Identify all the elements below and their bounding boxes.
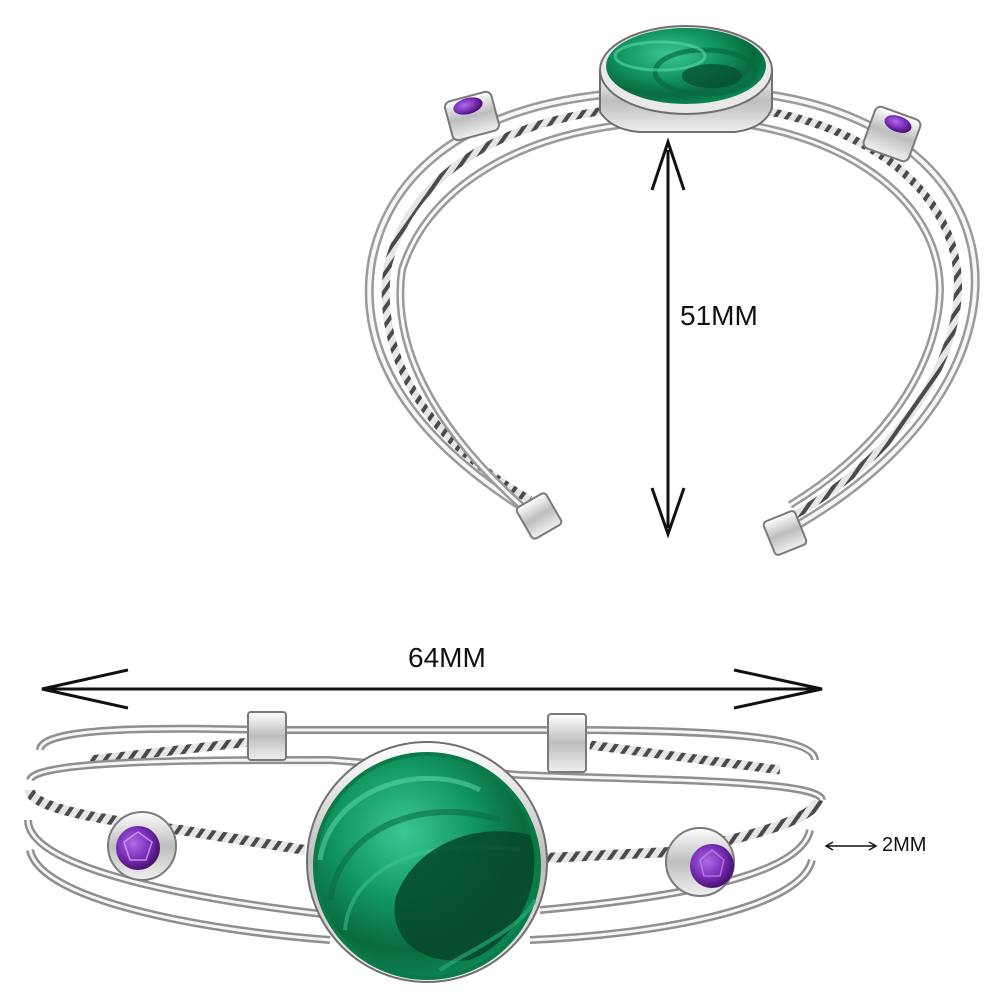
- amethyst-setting-right: [862, 105, 922, 163]
- cuff-wire: [28, 849, 331, 942]
- malachite-setting-top: [599, 25, 773, 133]
- wire-dimension-label: 2MM: [882, 834, 927, 856]
- height-dimension-label: 51MM: [680, 300, 758, 331]
- cuff-end-cap: [247, 711, 287, 761]
- cuff-wire: [529, 859, 814, 942]
- cuff-wire: [26, 819, 331, 917]
- cuff-wire: [749, 123, 942, 507]
- cuff-wire: [769, 90, 980, 539]
- cuff-twist-wire: [89, 737, 251, 765]
- cuff-wire: [398, 123, 621, 524]
- cuff-twist-wire: [589, 740, 781, 775]
- cuff-end-cap: [515, 492, 563, 540]
- malachite-setting-front: [306, 741, 548, 983]
- cuff-twist-wire: [759, 106, 963, 522]
- wire-dimension-arrow: [824, 841, 878, 851]
- cuff-twist-wire: [381, 106, 611, 504]
- amethyst-setting-right: [665, 827, 735, 897]
- bracelet-front-view: [24, 711, 826, 983]
- cuff-end-cap: [547, 713, 587, 773]
- height-dimension-arrow: [650, 137, 686, 539]
- amethyst-setting-left: [107, 811, 177, 881]
- amethyst-setting-left: [443, 90, 501, 142]
- width-dimension-arrow: [41, 668, 823, 710]
- bracelet-side-view: [364, 25, 980, 556]
- cuff-end-cap: [762, 510, 808, 556]
- width-dimension-label: 64MM: [408, 642, 486, 673]
